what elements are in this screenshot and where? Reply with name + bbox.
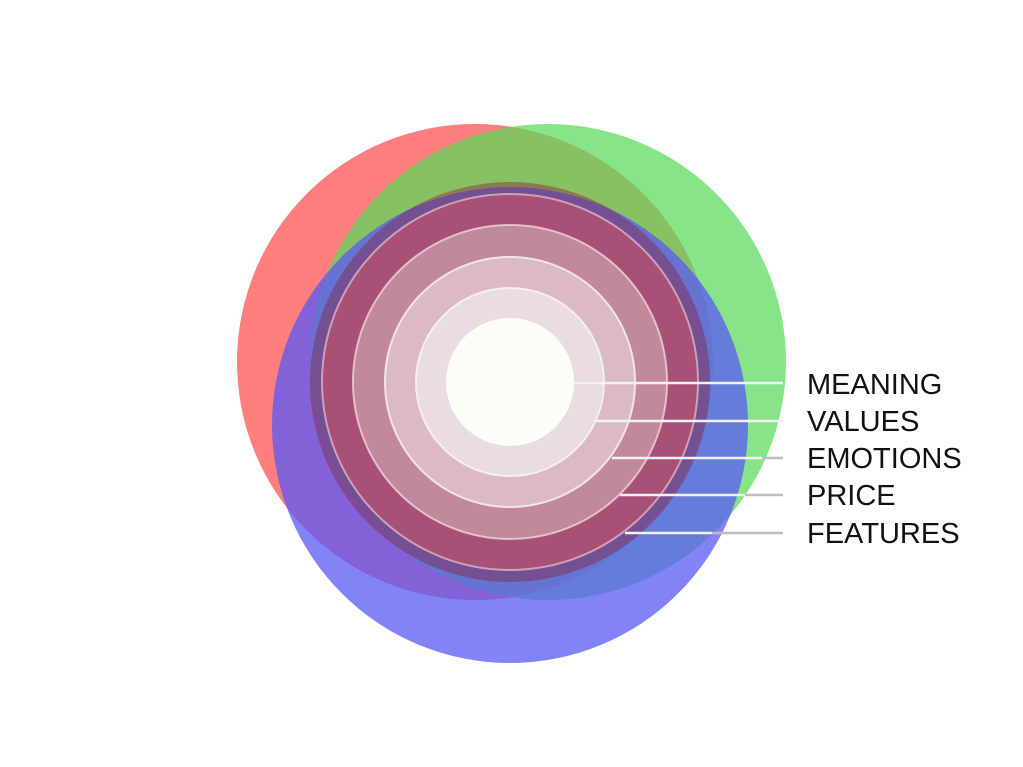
label-emotions: EMOTIONS bbox=[807, 443, 962, 475]
center-core bbox=[446, 318, 574, 446]
label-price: PRICE bbox=[807, 480, 896, 512]
layer-labels: MEANING VALUES EMOTIONS PRICE FEATURES bbox=[807, 369, 962, 550]
label-features: FEATURES bbox=[807, 518, 960, 550]
leader-lines bbox=[574, 381, 783, 535]
concentric-rings bbox=[310, 182, 710, 582]
label-meaning: MEANING bbox=[807, 369, 942, 401]
label-values: VALUES bbox=[807, 406, 919, 438]
